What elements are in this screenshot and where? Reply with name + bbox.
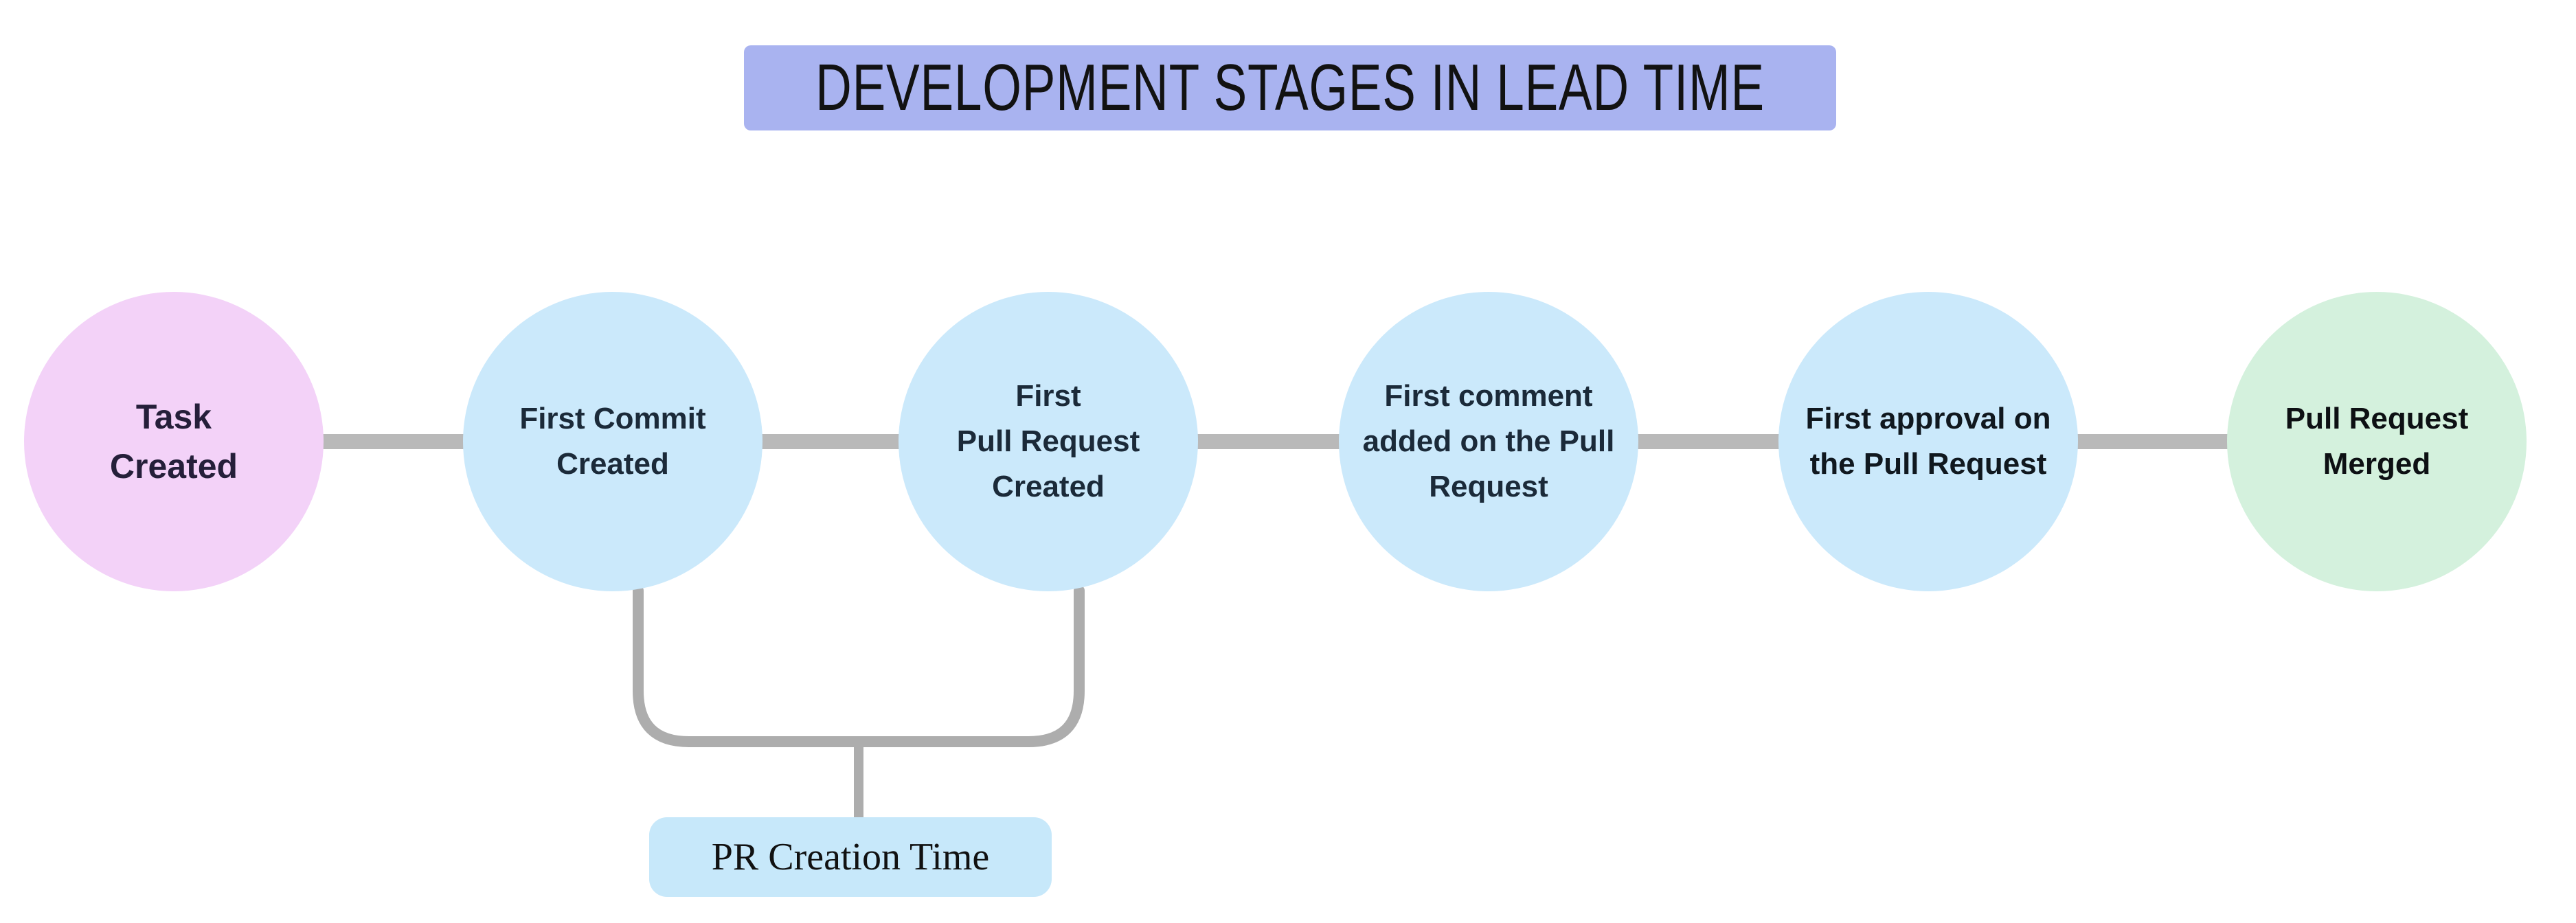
stage-circle-5: First approval on the Pull Request [1778, 292, 2078, 591]
stage-circle-6: Pull Request Merged [2227, 292, 2527, 591]
stage-label: Pull Request Merged [2285, 402, 2469, 481]
pr-creation-time-label: PR Creation Time [711, 836, 990, 878]
bracket-path [633, 585, 1085, 747]
stage-label: First comment added on the Pull Request [1362, 379, 1615, 503]
stage-label: First Commit Created [519, 402, 706, 481]
stage-circle-2: First Commit Created [463, 292, 762, 591]
stage-circle-3: First Pull Request Created [899, 292, 1198, 591]
stage-label: Task Created [109, 397, 238, 486]
stage-circle-4: First comment added on the Pull Request [1339, 292, 1638, 591]
stage-label: First Pull Request Created [956, 379, 1140, 503]
diagram-title: DEVELOPMENT STAGES IN LEAD TIME [744, 45, 1836, 130]
diagram-title-label: DEVELOPMENT STAGES IN LEAD TIME [815, 51, 1765, 124]
stage-circle-1: Task Created [24, 292, 324, 591]
stage-label: First approval on the Pull Request [1805, 402, 2051, 481]
pr-creation-time-box: PR Creation Time [649, 817, 1052, 897]
